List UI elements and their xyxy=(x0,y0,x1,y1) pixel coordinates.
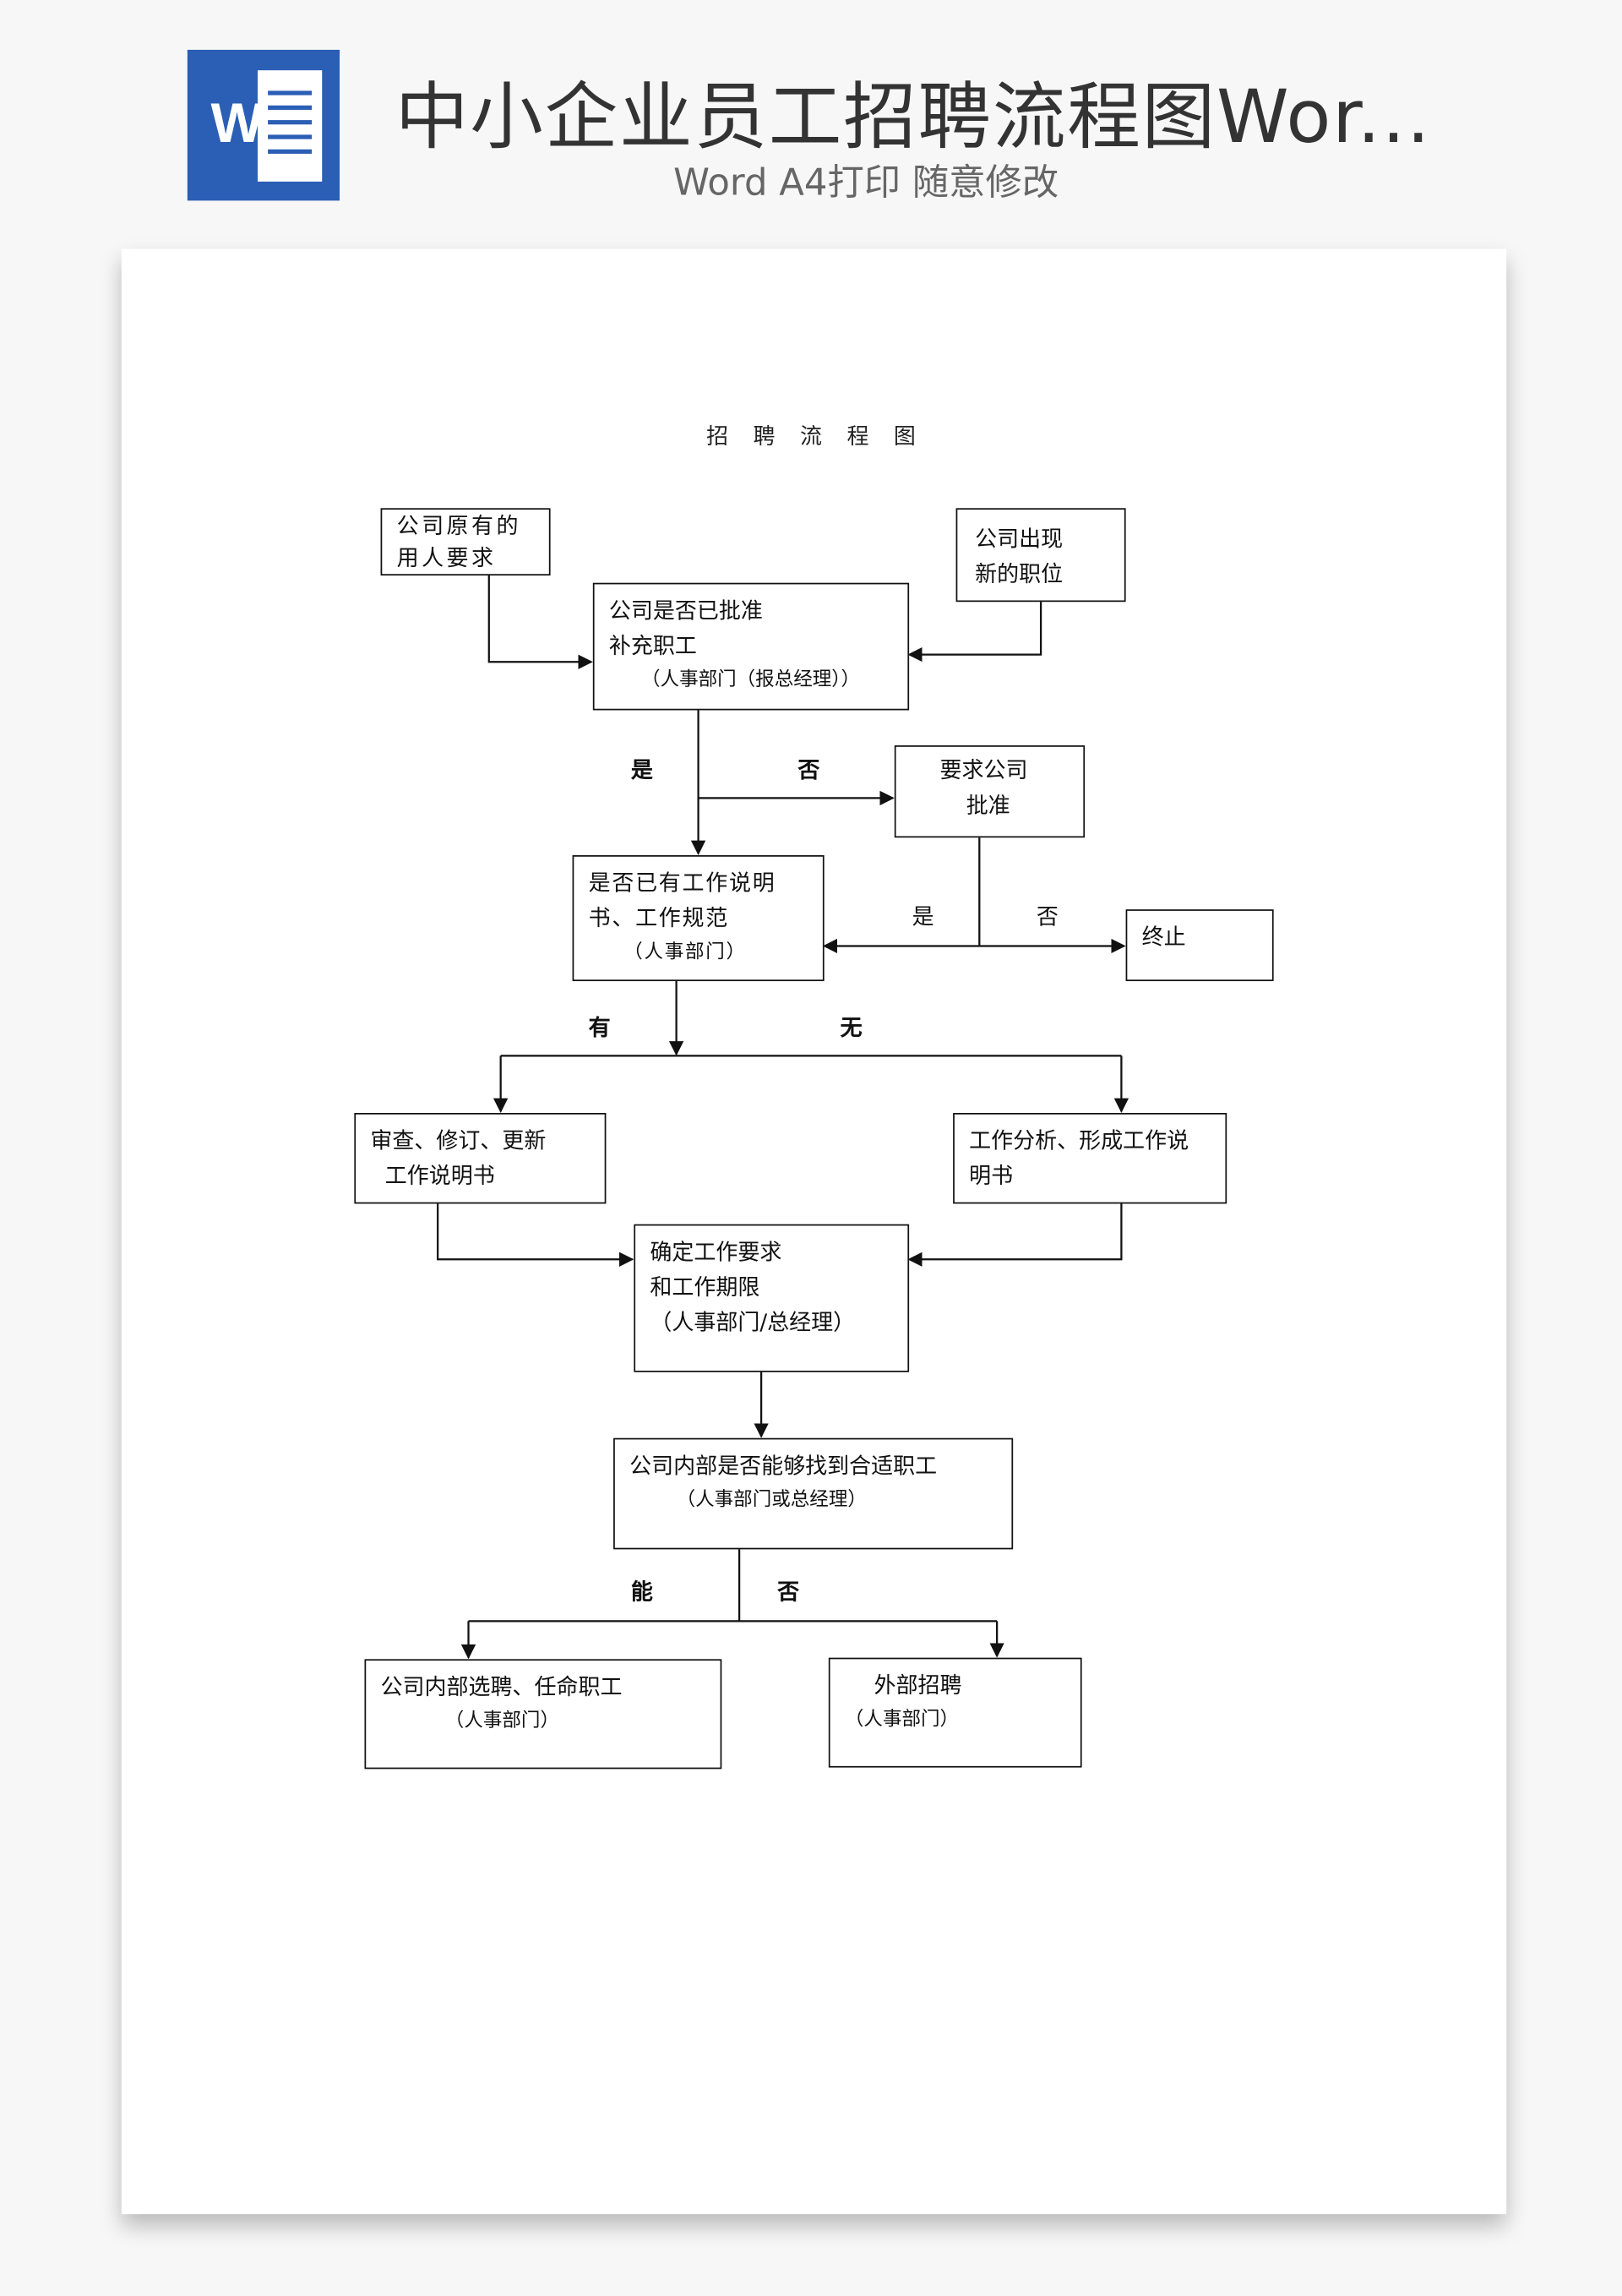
node-analysis: 工作分析、形成工作说明书 xyxy=(953,1113,1227,1204)
node-request-approval: 要求公司批准 xyxy=(894,745,1086,838)
node-external-hire: 外部招聘（人事部门） xyxy=(828,1657,1082,1768)
label-has: 有 xyxy=(588,1014,611,1042)
word-app-icon: W xyxy=(187,49,340,201)
flowchart-title: 招聘流程图 xyxy=(706,423,941,450)
label-yes: 是 xyxy=(912,903,934,930)
label-can: 能 xyxy=(630,1579,653,1606)
node-terminate: 终止 xyxy=(1125,909,1274,982)
page-subtitle: Word A4打印 随意修改 xyxy=(673,161,1059,204)
page-title: 中小企业员工招聘流程图Wor... xyxy=(395,74,1432,160)
label-none: 无 xyxy=(840,1014,863,1042)
label-no: 否 xyxy=(797,756,820,784)
node-internal-hire: 公司内部选聘、任命职工（人事部门） xyxy=(364,1659,722,1770)
label-yes: 是 xyxy=(630,756,653,784)
node-approved: 公司是否已批准补充职工（人事部门（报总经理）） xyxy=(592,582,910,711)
node-has-job-desc: 是否已有工作说明书、工作规范（人事部门） xyxy=(572,855,825,982)
label-no: 否 xyxy=(777,1579,800,1606)
node-new-position: 公司出现新的职位 xyxy=(955,508,1126,603)
node-requirements: 确定工作要求和工作期限（人事部门/总经理） xyxy=(634,1224,910,1372)
label-no: 否 xyxy=(1036,903,1059,930)
node-internal-check: 公司内部是否能够找到合适职工（人事部门或总经理） xyxy=(613,1437,1014,1550)
node-existing-demand: 公司原有的用人要求 xyxy=(380,508,551,576)
node-review: 审查、修订、更新工作说明书 xyxy=(354,1113,607,1204)
